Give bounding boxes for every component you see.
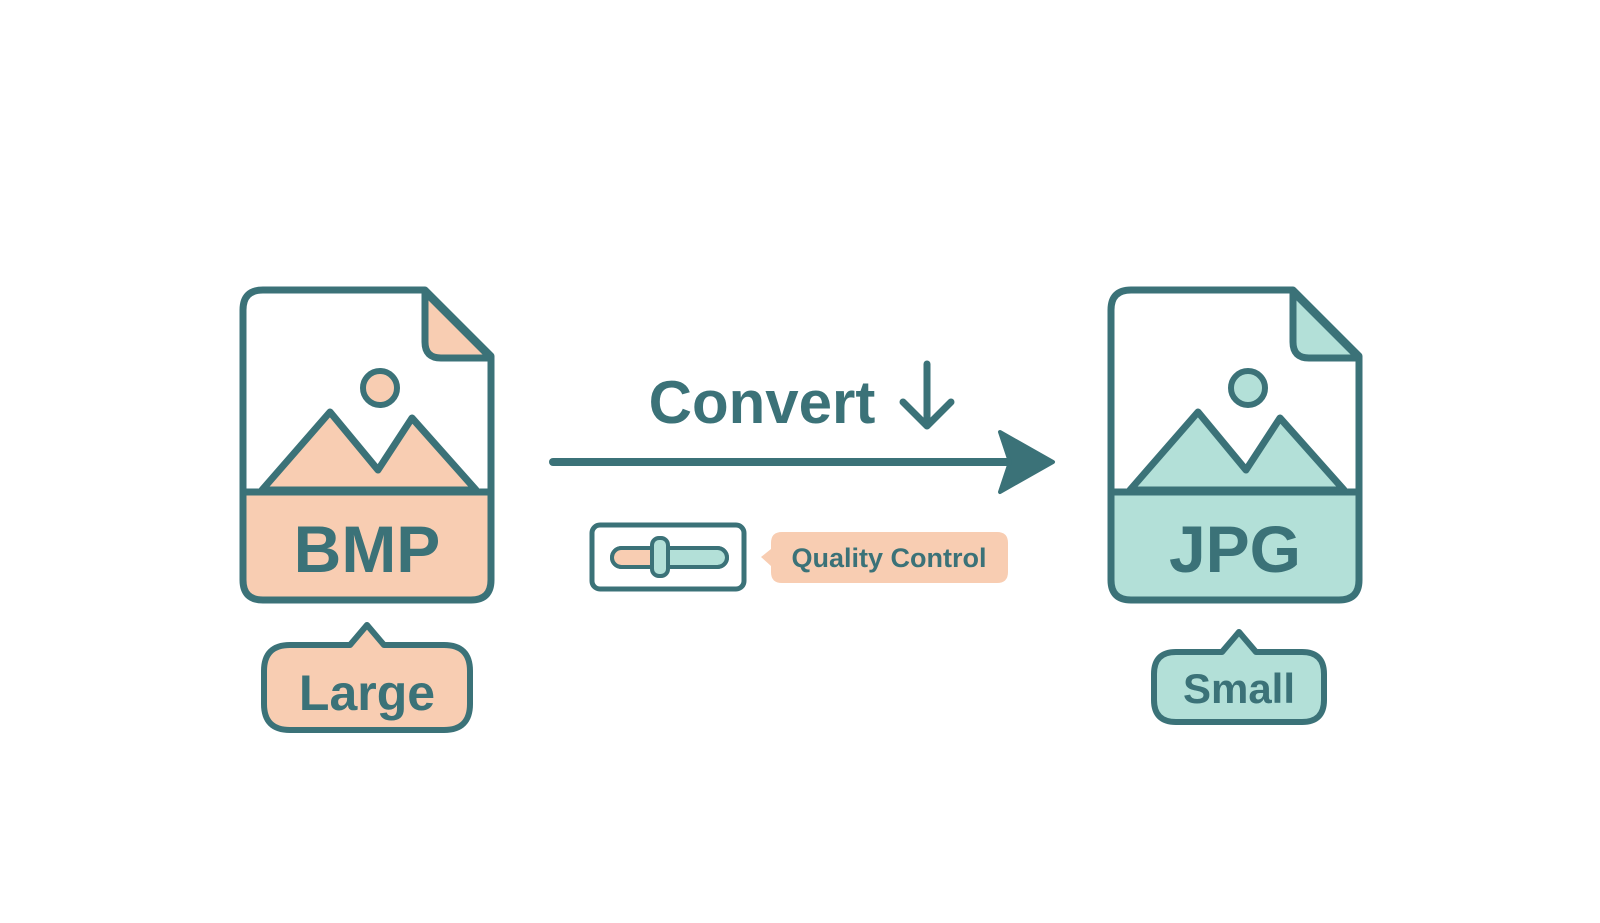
target-format-label: JPG — [1169, 512, 1301, 586]
slider-icon — [589, 522, 747, 592]
source-mountain-icon — [258, 408, 480, 494]
source-format-label: BMP — [294, 512, 441, 586]
target-mountain-icon — [1126, 408, 1348, 494]
quality-control-label: Quality Control — [792, 543, 987, 573]
convert-label: Convert — [649, 369, 876, 436]
source-size-badge: Large — [261, 622, 473, 733]
source-size-label: Large — [299, 665, 435, 721]
source-file-icon: BMP — [239, 286, 495, 604]
quality-control-tag: Quality Control — [761, 532, 1008, 583]
target-size-label: Small — [1183, 665, 1295, 712]
target-size-badge: Small — [1151, 629, 1327, 725]
target-file-icon: JPG — [1107, 286, 1363, 604]
target-sun-icon — [1228, 368, 1268, 408]
convert-arrow — [549, 430, 1055, 494]
source-sun-icon — [360, 368, 400, 408]
arrow-right-icon — [998, 430, 1055, 494]
slider-knob — [650, 536, 670, 578]
arrow-down-icon — [899, 360, 955, 430]
